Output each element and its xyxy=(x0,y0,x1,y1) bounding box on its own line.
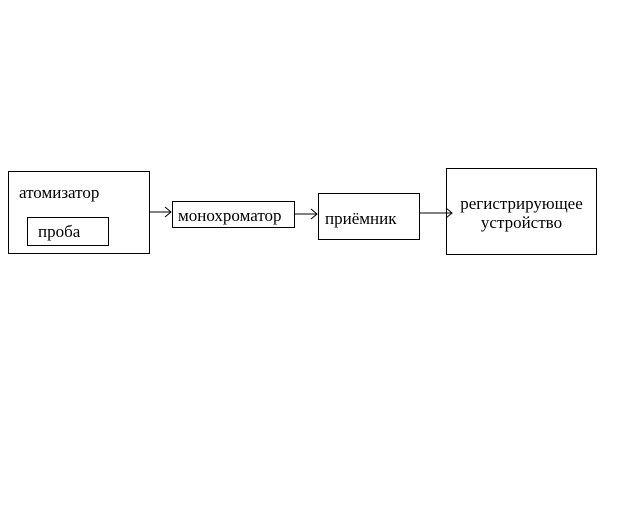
probe-block: проба xyxy=(27,217,109,246)
arrow-monochromator-to-receiver xyxy=(295,208,318,220)
receiver-block: приёмник xyxy=(318,193,420,240)
recording-device-block: регистрирующее устройство xyxy=(446,168,597,255)
monochromator-label: монохроматор xyxy=(178,206,282,225)
recording-device-label-line1: регистрирующее xyxy=(460,194,583,213)
atomizer-block: атомизатор проба xyxy=(8,171,150,254)
receiver-label: приёмник xyxy=(325,209,397,228)
recording-device-label-line2: устройство xyxy=(480,213,563,232)
arrow-atomizer-to-monochromator xyxy=(150,206,172,218)
atomizer-label: атомизатор xyxy=(19,183,100,202)
monochromator-block: монохроматор xyxy=(172,201,295,228)
recording-device-label: регистрирующее устройство xyxy=(447,194,596,232)
arrow-receiver-to-recording-device xyxy=(420,207,453,219)
probe-label: проба xyxy=(38,222,81,241)
